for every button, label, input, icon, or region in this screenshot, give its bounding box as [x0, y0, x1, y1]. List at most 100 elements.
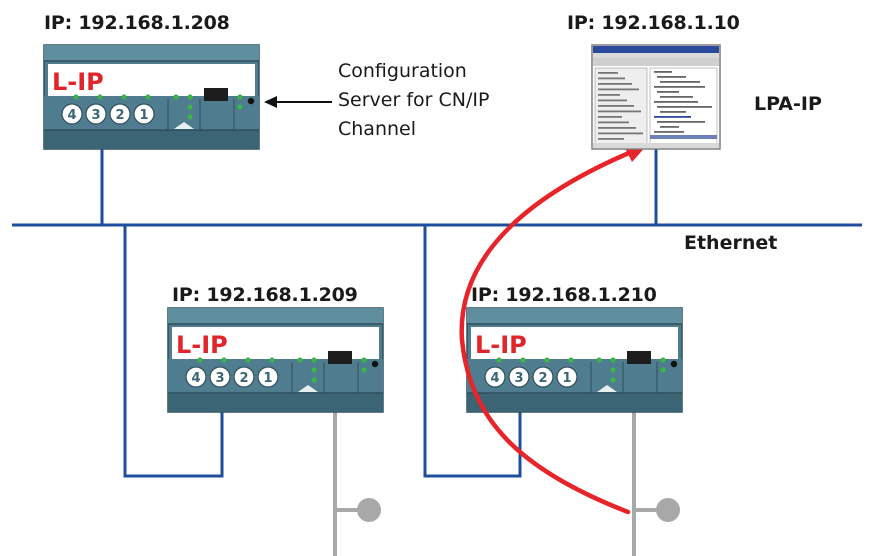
screen-text-row: [598, 83, 632, 85]
screen-text-row: [598, 94, 620, 96]
port-number: 3: [215, 371, 224, 386]
screen-log-row: [654, 71, 672, 73]
device-top-rail: [44, 45, 259, 61]
screen-text-row: [598, 116, 622, 118]
port-number: 3: [91, 108, 100, 123]
screen-text-row: [598, 110, 641, 113]
status-led: [610, 357, 616, 363]
screen-text-row: [598, 99, 627, 102]
port-connector: [109, 103, 131, 125]
device-bottom-rail: [44, 130, 259, 149]
ip-label-lip-208: IP: 192.168.1.208: [44, 12, 230, 34]
status-led: [596, 357, 602, 363]
screen-log-row: [660, 126, 679, 128]
link-led: [660, 367, 666, 373]
ethernet-jack: [328, 351, 352, 364]
screen-scroll-strip: [650, 135, 717, 139]
screen-log-row: [654, 101, 698, 103]
port-number: 4: [490, 371, 499, 386]
port-led: [221, 357, 227, 363]
port-led: [145, 94, 151, 100]
port-connector: [484, 366, 506, 388]
reset-button: [371, 360, 379, 368]
port-number: 2: [239, 371, 248, 386]
screen-text-row: [598, 132, 643, 135]
port-connector: [209, 366, 231, 388]
port-number: 4: [191, 371, 200, 386]
port-number: 2: [538, 371, 547, 386]
status-led: [311, 377, 317, 383]
latch-indicator: [298, 385, 318, 392]
bus-tap-lip-210-node: [656, 498, 680, 522]
port-number: 1: [562, 371, 571, 386]
config-path-arrow: [459, 147, 639, 515]
screen-text-row: [598, 105, 634, 107]
screen-log-row: [657, 91, 679, 93]
port-number: 2: [115, 108, 124, 123]
reset-button: [670, 360, 678, 368]
port-led: [520, 357, 526, 363]
status-led: [297, 357, 303, 363]
port-connector: [257, 366, 279, 388]
config-server-note: Configuration Server for CN/IP Channel: [338, 57, 489, 144]
screen-toolbar: [593, 58, 719, 66]
note-line-3: Channel: [338, 118, 417, 140]
ip-label-lip-210: IP: 192.168.1.210: [471, 284, 657, 306]
ethernet-label: Ethernet: [684, 232, 778, 254]
port-connector: [61, 103, 83, 125]
port-connector: [133, 103, 155, 125]
ethernet-jack: [204, 88, 228, 101]
port-led: [121, 94, 127, 100]
pc-name-label: LPA-IP: [754, 93, 822, 115]
ip-label-pc: IP: 192.168.1.10: [567, 12, 740, 34]
port-led: [245, 357, 251, 363]
port-connector: [556, 366, 578, 388]
latch-indicator: [174, 122, 194, 129]
ip-label-lip-209: IP: 192.168.1.209: [172, 284, 358, 306]
screen-menubar: [593, 53, 719, 58]
bus-tap-lip-209-node: [357, 498, 381, 522]
drop-lip-210: [423, 225, 522, 478]
screen-log-row: [660, 96, 693, 98]
port-number: 1: [263, 371, 272, 386]
port-connector: [85, 103, 107, 125]
port-led: [73, 94, 79, 100]
device-label: L-IP: [475, 331, 527, 359]
status-led: [311, 357, 317, 363]
status-led: [187, 94, 193, 100]
link-led: [237, 104, 243, 110]
screen-log-row: [654, 86, 705, 88]
link-led: [361, 357, 367, 363]
status-led: [173, 94, 179, 100]
status-led: [187, 114, 193, 120]
screen-log-row: [654, 131, 684, 133]
screen-log-row: [654, 116, 691, 118]
port-number: 3: [514, 371, 523, 386]
device-top-rail: [168, 308, 383, 324]
note-pointer-arrowhead: [264, 96, 277, 108]
port-led: [496, 357, 502, 363]
port-led: [197, 357, 203, 363]
device-label: L-IP: [52, 68, 104, 96]
screen-log-row: [657, 76, 686, 78]
screen-log-row: [660, 111, 686, 113]
port-led: [97, 94, 103, 100]
screen-text-row: [598, 77, 625, 80]
screen-text-row: [598, 88, 639, 91]
screen-log-row: [660, 81, 700, 83]
link-led: [660, 357, 666, 363]
status-led: [311, 367, 317, 373]
device-bottom-rail: [168, 393, 383, 412]
port-connector: [508, 366, 530, 388]
device-top-rail: [467, 308, 682, 324]
port-number: 1: [139, 108, 148, 123]
note-line-2: Server for CN/IP: [338, 89, 490, 111]
port-number: 4: [67, 108, 76, 123]
port-led: [269, 357, 275, 363]
screen-text-row: [598, 72, 618, 74]
screen-text-row: [598, 121, 629, 124]
reset-button: [247, 97, 255, 105]
device-label: L-IP: [176, 331, 228, 359]
